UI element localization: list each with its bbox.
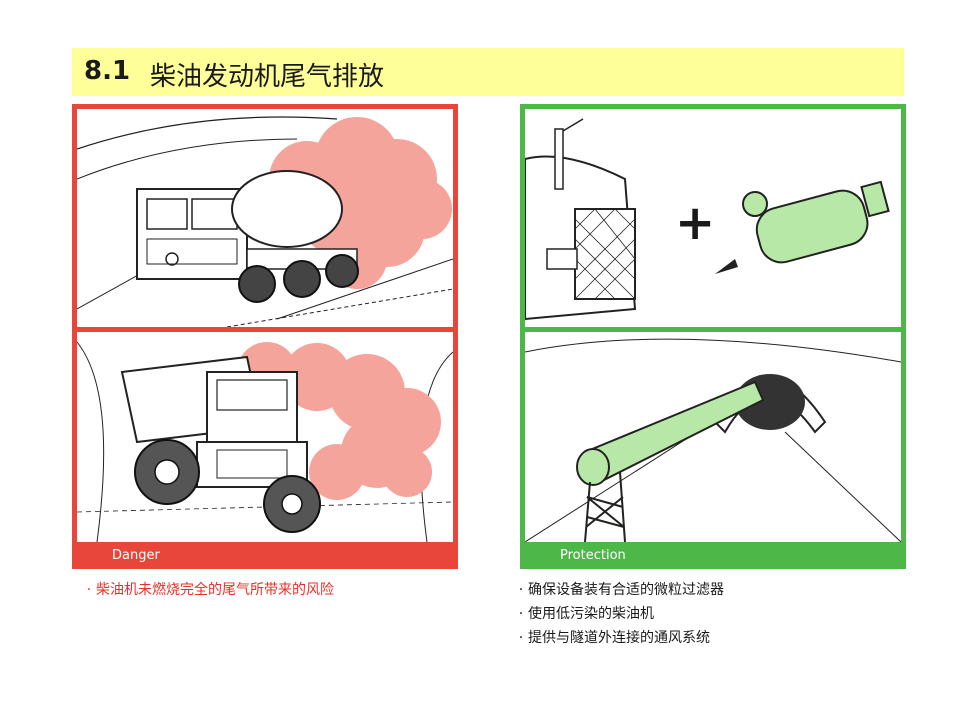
list-item: ·柴油机未燃烧完全的尾气所带来的风险 [86,582,334,598]
tunnel-ventilation-duct-illustration [525,338,901,542]
dump-truck-exhaust-illustration [77,341,453,542]
truck-with-filter-illustration: + [525,118,890,321]
plus-symbol: + [675,195,715,251]
particle-filter-icon [715,180,890,274]
protection-label-strip: Protection [520,543,906,569]
protection-panel-top: + [520,104,906,332]
danger-panel-bottom [72,327,458,547]
list-item: ·确保设备装有合适的微粒过滤器 [518,582,724,598]
slide-title: 柴油发动机尾气排放 [150,62,385,92]
protection-panel-bottom [520,327,906,547]
danger-label: Danger [112,548,160,563]
mixer-truck-exhaust-illustration [77,116,453,327]
danger-bullet-list: ·柴油机未燃烧完全的尾气所带来的风险 [82,578,334,602]
protection-label: Protection [560,548,626,563]
section-number: 8.1 [84,56,131,86]
danger-panel-top [72,104,458,332]
slide-title-bar: 8.1 柴油发动机尾气排放 [72,48,904,96]
list-item: ·使用低污染的柴油机 [518,606,654,622]
list-item: ·提供与隧道外连接的通风系统 [518,630,710,646]
protection-bullet-list: ·确保设备装有合适的微粒过滤器 ·使用低污染的柴油机 ·提供与隧道外连接的通风系… [514,578,724,650]
danger-label-strip: Danger [72,543,458,569]
